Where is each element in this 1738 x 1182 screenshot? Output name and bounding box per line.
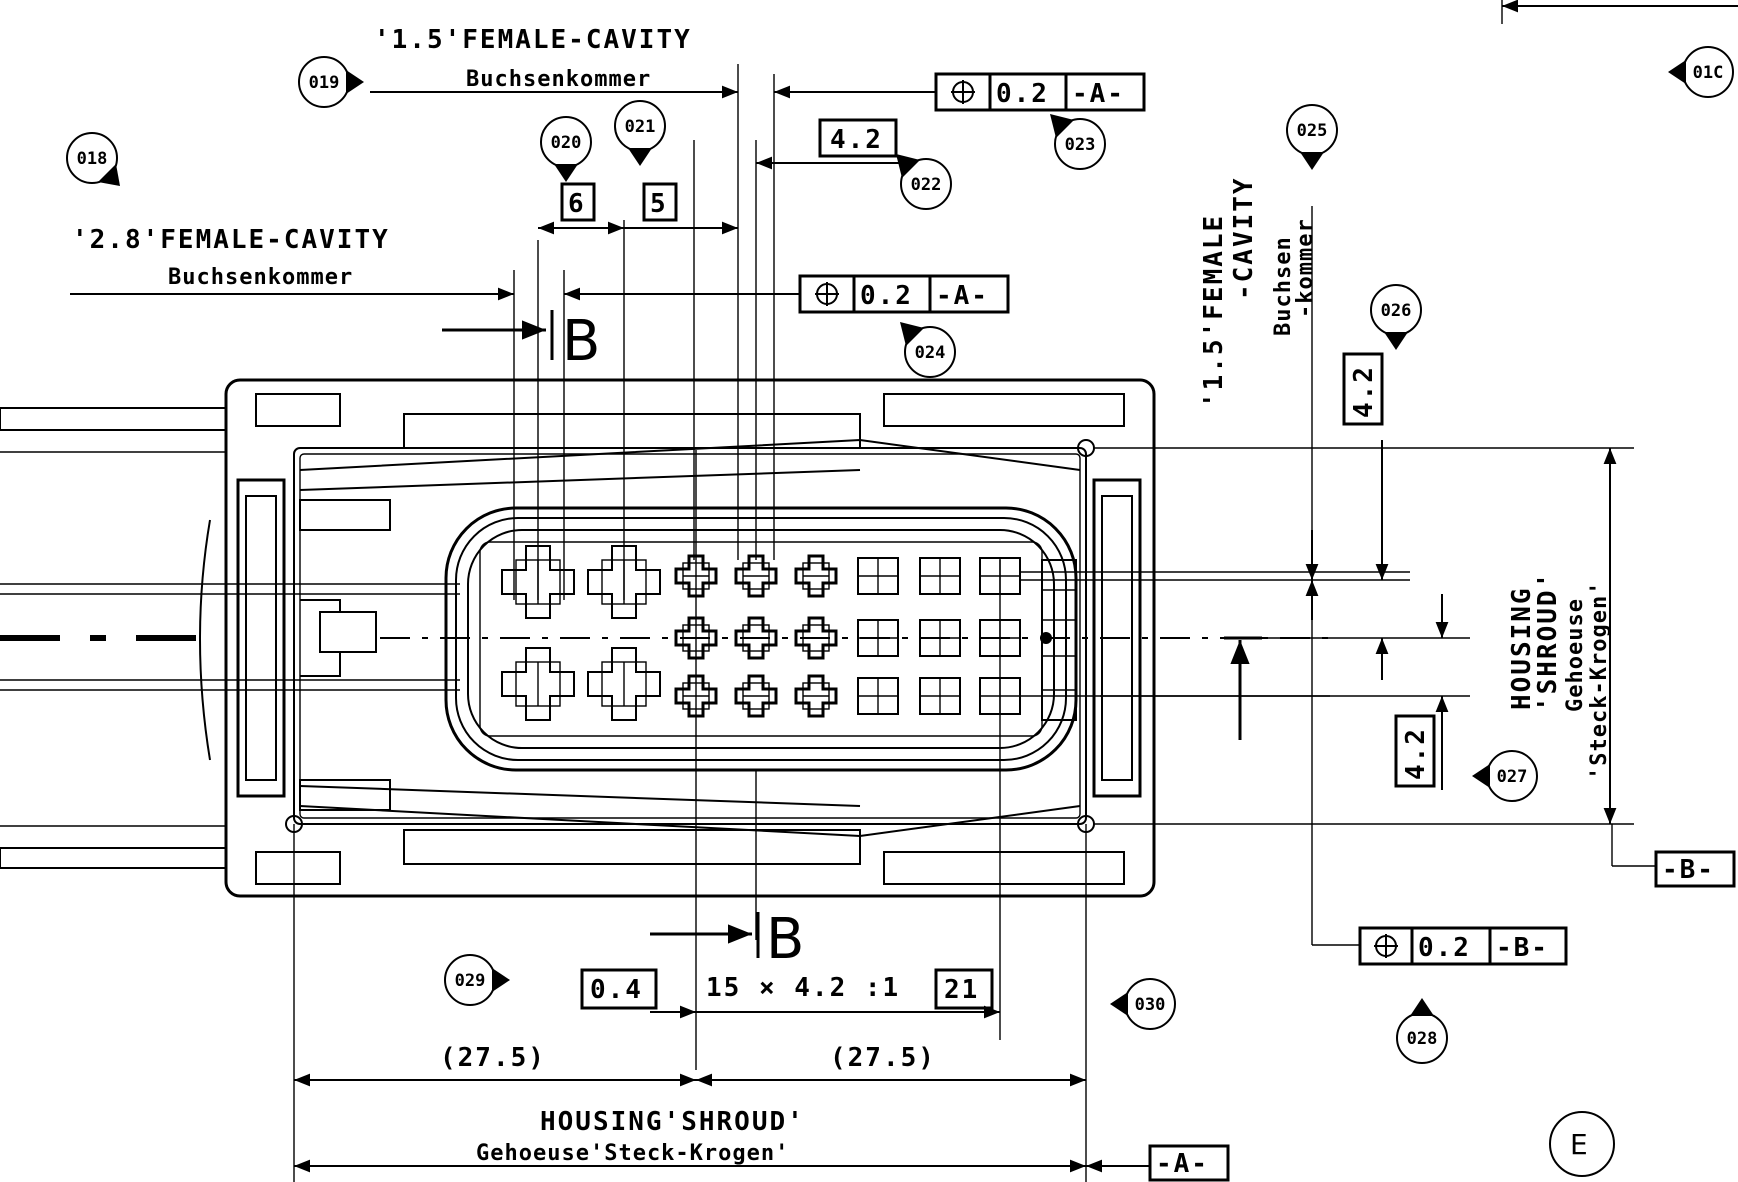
- svg-text:0.2: 0.2: [996, 79, 1049, 109]
- datum-b: -B-: [1654, 850, 1736, 888]
- cavity-28: [501, 647, 575, 721]
- balloon-030: 030: [1110, 978, 1176, 1030]
- side-cavity-label-de: Buchsen: [1271, 236, 1296, 336]
- side-cavity-label-2: -CAVITY: [1229, 176, 1259, 300]
- housing-bottom-label-de: Gehoeuse'Steck-Krogen': [476, 1141, 789, 1166]
- cavity-15-sq: [919, 619, 961, 657]
- balloon-text: 01C: [1693, 63, 1724, 83]
- cavity-15: [794, 674, 838, 718]
- svg-text:-B-: -B-: [1662, 855, 1715, 885]
- cavity-grid: [501, 545, 1021, 721]
- cavity-15: [734, 554, 778, 598]
- housing-side-label-3: Gehoeuse: [1563, 598, 1588, 712]
- balloon-text: 022: [911, 175, 942, 195]
- cavity-15-sq: [857, 619, 899, 657]
- balloon-020: 020: [540, 116, 592, 182]
- balloon-022: 022: [896, 154, 952, 210]
- dim-42-right-bottom: 4.2: [1394, 714, 1436, 788]
- svg-text:4.2: 4.2: [1349, 365, 1379, 418]
- pitch-label: 15 × 4.2 :1: [706, 973, 900, 1003]
- balloon-023: 023: [1050, 114, 1106, 170]
- cavity-15-label-de: Buchsenkommer: [466, 67, 651, 92]
- dim-42-top: 4.2: [818, 118, 898, 158]
- cavity-28: [587, 647, 661, 721]
- balloon-01C: 01C: [1668, 46, 1734, 98]
- svg-text:0.4: 0.4: [590, 975, 643, 1005]
- balloon-text: 019: [309, 73, 340, 93]
- balloon-028: 028: [1396, 998, 1448, 1064]
- balloon-text: 025: [1297, 121, 1328, 141]
- cavity-15-label: '1.5'FEMALE-CAVITY: [374, 25, 692, 55]
- annotations: '1.5'FEMALE-CAVITY Buchsenkommer '2.8'FE…: [72, 25, 1612, 1166]
- balloon-text: 026: [1381, 301, 1412, 321]
- balloon-text: 024: [915, 343, 946, 363]
- side-cavity-label: '1.5'FEMALE: [1199, 214, 1229, 408]
- balloon-026: 026: [1370, 284, 1422, 350]
- cavity-15-sq: [919, 677, 961, 715]
- cavity-15: [734, 674, 778, 718]
- svg-text:4.2: 4.2: [1401, 727, 1431, 780]
- svg-text:E: E: [1570, 1128, 1588, 1161]
- cavity-15-sq: [919, 557, 961, 595]
- balloon-text: 021: [625, 117, 656, 137]
- cavity-28-label: '2.8'FEMALE-CAVITY: [72, 225, 390, 255]
- datum-a: -A-: [1148, 1144, 1230, 1182]
- balloon-027: 027: [1472, 750, 1538, 802]
- connector-housing: [0, 378, 1410, 898]
- dim-6: 6: [560, 182, 596, 222]
- view-label-e: E: [1549, 1111, 1615, 1177]
- cavity-15-sq: [857, 557, 899, 595]
- balloon-021: 021: [614, 100, 666, 166]
- housing-side-label-4: 'Steck-Krogen': [1587, 581, 1612, 780]
- svg-text:-A-: -A-: [1072, 79, 1125, 109]
- balloon-text: 018: [77, 149, 108, 169]
- side-cavity-label-de-2: -kommer: [1293, 218, 1318, 318]
- svg-text:0.2: 0.2: [860, 281, 913, 311]
- section-mark-bottom: B: [766, 907, 804, 972]
- svg-text:-B-: -B-: [1496, 933, 1549, 963]
- balloon-018: 018: [66, 132, 120, 186]
- balloon-text: 030: [1135, 995, 1166, 1015]
- housing-side-label-2: 'SHROUD': [1533, 571, 1563, 712]
- extension-lines: [293, 64, 1656, 1182]
- dim-42-right-top: 4.2: [1342, 352, 1384, 426]
- dim-5: 5: [642, 182, 678, 222]
- balloon-025: 025: [1286, 104, 1338, 170]
- balloon-callouts: 018 019 020 021 022 023 024 025 026 027 028 029 030 0…: [66, 46, 1734, 1064]
- dimension-boxes: 4.2 6 5 0.4 21 4.2 4.2: [560, 118, 1436, 1010]
- cavity-15: [734, 616, 778, 660]
- svg-text:-A-: -A-: [1156, 1149, 1209, 1179]
- dimension-lines: [70, 0, 1738, 1173]
- balloon-text: 027: [1497, 767, 1528, 787]
- dim-21: 21: [934, 968, 994, 1010]
- dim-04: 0.4: [580, 968, 658, 1010]
- balloon-024: 024: [900, 322, 956, 378]
- housing-side-label: HOUSING: [1507, 586, 1537, 710]
- section-mark-top: B: [562, 309, 600, 374]
- balloon-text: 028: [1407, 1029, 1438, 1049]
- fcf-right: 0.2 -B-: [1358, 926, 1568, 966]
- dim-275-left: (27.5): [440, 1043, 546, 1073]
- balloon-029: 029: [444, 954, 510, 1006]
- svg-text:4.2: 4.2: [830, 125, 883, 155]
- dim-275-right: (27.5): [830, 1043, 936, 1073]
- fcf-mid: 0.2 -A-: [798, 274, 1010, 314]
- cavity-15: [794, 616, 838, 660]
- housing-bottom-label: HOUSING'SHROUD': [540, 1107, 805, 1137]
- balloon-text: 020: [551, 133, 582, 153]
- svg-text:0.2: 0.2: [1418, 933, 1471, 963]
- cavity-15-sq: [857, 677, 899, 715]
- svg-text:6: 6: [568, 189, 586, 219]
- svg-text:5: 5: [650, 189, 668, 219]
- svg-text:21: 21: [944, 975, 979, 1005]
- balloon-text: 029: [455, 971, 486, 991]
- svg-text:-A-: -A-: [936, 281, 989, 311]
- balloon-019: 019: [298, 56, 364, 108]
- fcf-top: 0.2 -A-: [934, 72, 1146, 112]
- cavity-28-label-de: Buchsenkommer: [168, 265, 353, 290]
- cavity-15: [794, 554, 838, 598]
- balloon-text: 023: [1065, 135, 1096, 155]
